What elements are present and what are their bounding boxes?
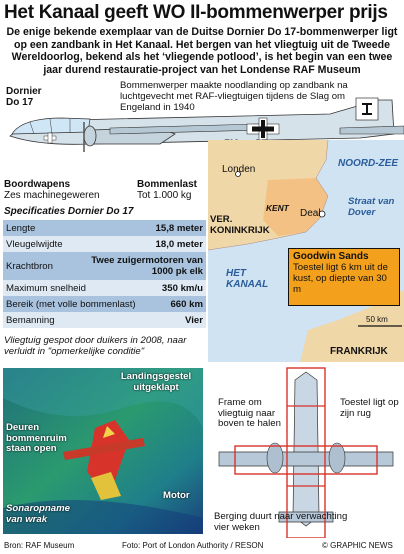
- plane-side-view: [9, 97, 404, 152]
- bombs-label: Bommenlast: [137, 179, 198, 190]
- plane-caption: Bommenwerper maakte noodlanding op zandb…: [120, 80, 348, 113]
- map-label-london: Londen: [222, 164, 256, 175]
- label-sonar: Sonaropname van wrak: [6, 503, 70, 525]
- map-label-france: FRANKRIJK: [330, 346, 388, 357]
- sonar-render: [3, 368, 203, 534]
- page-title: Het Kanaal geeft WO II-bommenwerper prij…: [4, 2, 388, 23]
- footer-photo: Foto: Port of London Authority / RESON: [122, 541, 264, 550]
- map-label-channel: HET KANAAL: [226, 268, 269, 290]
- label-bomb-doors: Deuren bommenruim staan open: [6, 422, 67, 454]
- map-scale: 50 km: [366, 315, 388, 324]
- sonar-image: Landingsgestel uitgeklapt Deuren bommenr…: [3, 368, 203, 534]
- map-label-north-sea: NOORD-ZEE: [338, 158, 398, 169]
- table-row: Bereik (met volle bommenlast)660 km: [3, 296, 206, 312]
- salvage-diagram: [218, 367, 394, 538]
- map-label-strait: Straat van Dover: [348, 196, 395, 218]
- specs-note: Vliegtuig gespot door duikers in 2008, n…: [4, 335, 187, 357]
- map-label-kent: KENT: [266, 203, 289, 213]
- bombs-value: Tot 1.000 kg: [137, 190, 192, 201]
- label-salvage-time: Berging duurt naar verwachting vier weke…: [214, 511, 348, 533]
- map-label-deal: Deal: [300, 208, 321, 219]
- specs-title: Specificaties Dornier Do 17: [4, 206, 134, 217]
- footer-credit: © GRAPHIC NEWS: [322, 541, 393, 550]
- label-frame: Frame om vliegtuig naar boven te halen: [218, 397, 281, 430]
- label-motor: Motor: [163, 490, 190, 501]
- plane-name: Dornier Do 17: [6, 86, 42, 108]
- footer-source: Bron: RAF Museum: [4, 541, 75, 550]
- goodwin-sands-callout: Goodwin Sands Toestel ligt 6 km uit de k…: [288, 248, 400, 306]
- map: NOORD-ZEE Londen KENT Deal Straat van Do…: [208, 140, 404, 362]
- label-landing-gear: Landingsgestel uitgeklapt: [120, 371, 192, 393]
- map-shapes: [208, 140, 404, 362]
- label-upside-down: Toestel ligt op zijn rug: [340, 397, 399, 419]
- weapons-value: Zes machinegeweren: [4, 190, 100, 201]
- weapons-label: Boordwapens: [4, 179, 71, 190]
- map-label-uk: VER. KONINKRIJK: [210, 214, 270, 236]
- intro-text: De enige bekende exemplaar van de Duitse…: [6, 26, 398, 76]
